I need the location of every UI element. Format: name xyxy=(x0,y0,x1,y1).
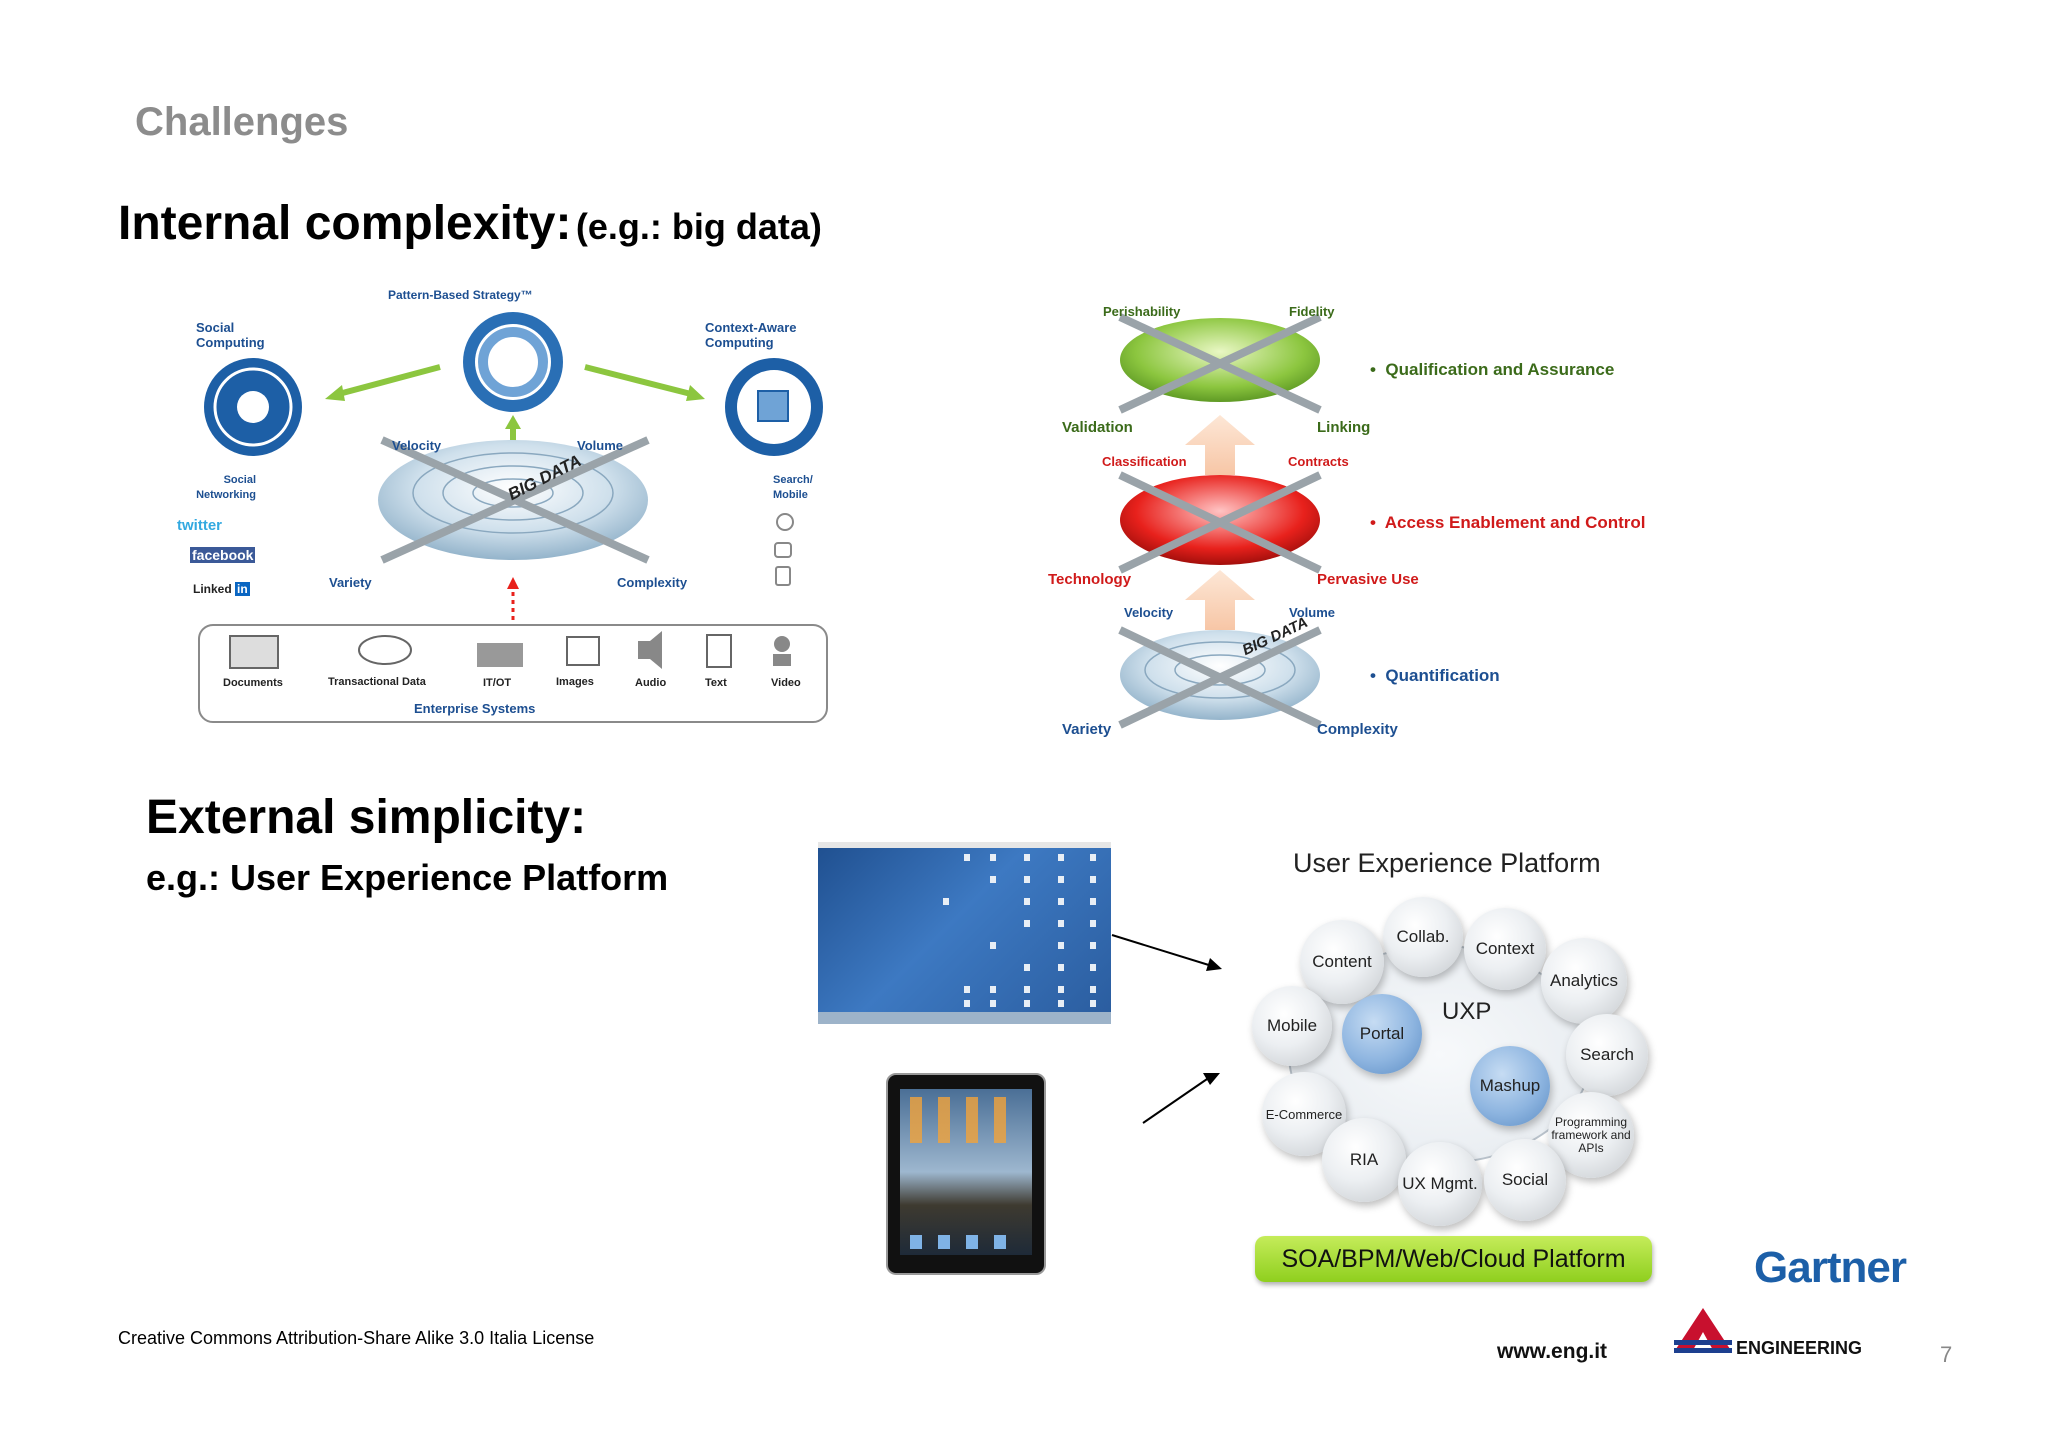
transactional-data-icon xyxy=(358,635,412,665)
bubble-mobile: Mobile xyxy=(1252,986,1332,1066)
classification-label: Classification xyxy=(1102,454,1187,469)
section-title: Challenges xyxy=(135,100,349,144)
device-arrows xyxy=(1111,934,1222,1124)
contracts-label: Contracts xyxy=(1288,454,1349,469)
enterprise-item-transactional: Transactional Data xyxy=(328,676,426,688)
search-mobile-label: Search/Mobile xyxy=(773,474,813,501)
bubble-portal: Portal xyxy=(1342,994,1422,1074)
dock xyxy=(818,1012,1111,1024)
website-link[interactable]: www.eng.it xyxy=(1497,1340,1608,1363)
bubble-ria: RIA xyxy=(1322,1118,1406,1202)
bubble-context: Context xyxy=(1464,908,1546,990)
bullet-qualification: • Qualification and Assurance xyxy=(1370,360,1615,379)
enterprise-systems-label: Enterprise Systems xyxy=(414,701,536,716)
context-aware-icon xyxy=(725,358,823,456)
video-icon xyxy=(774,636,790,652)
enterprise-item-audio: Audio xyxy=(635,677,667,689)
linkedin-logo: Linked in xyxy=(193,582,250,596)
strategy-label: Pattern-Based Strategy™ xyxy=(388,288,533,302)
pattern-based-strategy-icon xyxy=(463,312,563,412)
uxp-title: User Experience Platform xyxy=(1293,848,1601,878)
desktop-screenshot xyxy=(818,842,1111,1024)
audio-icon xyxy=(638,631,662,669)
volume-label: Volume xyxy=(577,438,623,453)
images-icon xyxy=(566,636,600,666)
arrow-right xyxy=(584,364,696,398)
bullet-quantification: • Quantification xyxy=(1370,666,1500,685)
arrow-left xyxy=(334,364,441,398)
bullet-access: • Access Enablement and Control xyxy=(1370,513,1646,532)
bubble-search: Search xyxy=(1566,1014,1648,1096)
engineering-logo-text: ENGINEERING xyxy=(1736,1338,1863,1358)
social-computing-icon xyxy=(204,358,302,456)
enterprise-systems-box xyxy=(198,624,828,723)
ipad-app-icons xyxy=(910,1097,1022,1143)
platform-bar: SOA/BPM/Web/Cloud Platform xyxy=(1255,1236,1652,1282)
internal-subtitle: (e.g.: big data) xyxy=(575,206,822,247)
perishability-label: Perishability xyxy=(1103,304,1181,319)
complexity-label: Complexity xyxy=(617,575,688,590)
engineering-logo-icon xyxy=(1674,1308,1732,1353)
big-data-layers-diagram xyxy=(1118,313,1322,729)
ipad-dock xyxy=(910,1235,1022,1249)
menu-bar xyxy=(818,842,1111,848)
internal-title: Internal complexity: xyxy=(118,197,572,250)
right-volume-label: Volume xyxy=(1289,605,1335,620)
pervasive-use-label: Pervasive Use xyxy=(1317,571,1419,588)
layer-arrow-upper xyxy=(1185,415,1255,475)
bubble-mashup: Mashup xyxy=(1470,1046,1550,1126)
variety-label: Variety xyxy=(329,575,372,590)
twitter-logo: twitter xyxy=(177,517,222,534)
license-text: Creative Commons Attribution-Share Alike… xyxy=(118,1328,595,1348)
right-variety-label: Variety xyxy=(1062,721,1112,738)
ipad-image xyxy=(886,1073,1046,1275)
enterprise-item-itot: IT/OT xyxy=(483,677,512,689)
mobile-small-icon xyxy=(774,542,792,558)
validation-label: Validation xyxy=(1062,419,1133,436)
internal-heading: Internal complexity: (e.g.: big data) xyxy=(118,196,822,251)
documents-icon xyxy=(229,635,279,669)
technology-label: Technology xyxy=(1048,571,1132,588)
right-velocity-label: Velocity xyxy=(1124,605,1174,620)
page-number: 7 xyxy=(1940,1342,1953,1367)
enterprise-item-video: Video xyxy=(771,677,801,689)
ipad-screen xyxy=(900,1089,1032,1255)
fidelity-label: Fidelity xyxy=(1289,304,1335,319)
itot-icon xyxy=(477,643,523,667)
external-subtitle: e.g.: User Experience Platform xyxy=(146,857,669,898)
text-icon xyxy=(706,634,732,668)
uxp-center-label: UXP xyxy=(1442,998,1492,1025)
layer-arrow-lower xyxy=(1185,570,1255,630)
bubble-uxmgmt: UX Mgmt. xyxy=(1398,1142,1482,1226)
enterprise-item-text: Text xyxy=(705,677,727,689)
linking-label: Linking xyxy=(1317,419,1371,436)
enterprise-item-documents: Documents xyxy=(223,677,283,689)
bubble-collab: Collab. xyxy=(1383,897,1463,977)
bubble-analytics: Analytics xyxy=(1541,938,1627,1024)
big-data-strategy-diagram xyxy=(198,312,828,723)
velocity-label: Velocity xyxy=(392,438,442,453)
desktop-icons xyxy=(943,854,1096,1007)
bubble-social: Social xyxy=(1484,1139,1566,1221)
search-small-icon xyxy=(776,513,794,531)
facebook-logo: facebook xyxy=(190,547,256,563)
gartner-logo: Gartner xyxy=(1754,1243,1907,1292)
external-title: External simplicity: xyxy=(146,791,587,844)
enterprise-item-images: Images xyxy=(556,676,594,688)
bubble-content: Content xyxy=(1300,920,1384,1004)
phone-small-icon xyxy=(775,566,791,586)
right-complexity-label: Complexity xyxy=(1317,721,1398,738)
